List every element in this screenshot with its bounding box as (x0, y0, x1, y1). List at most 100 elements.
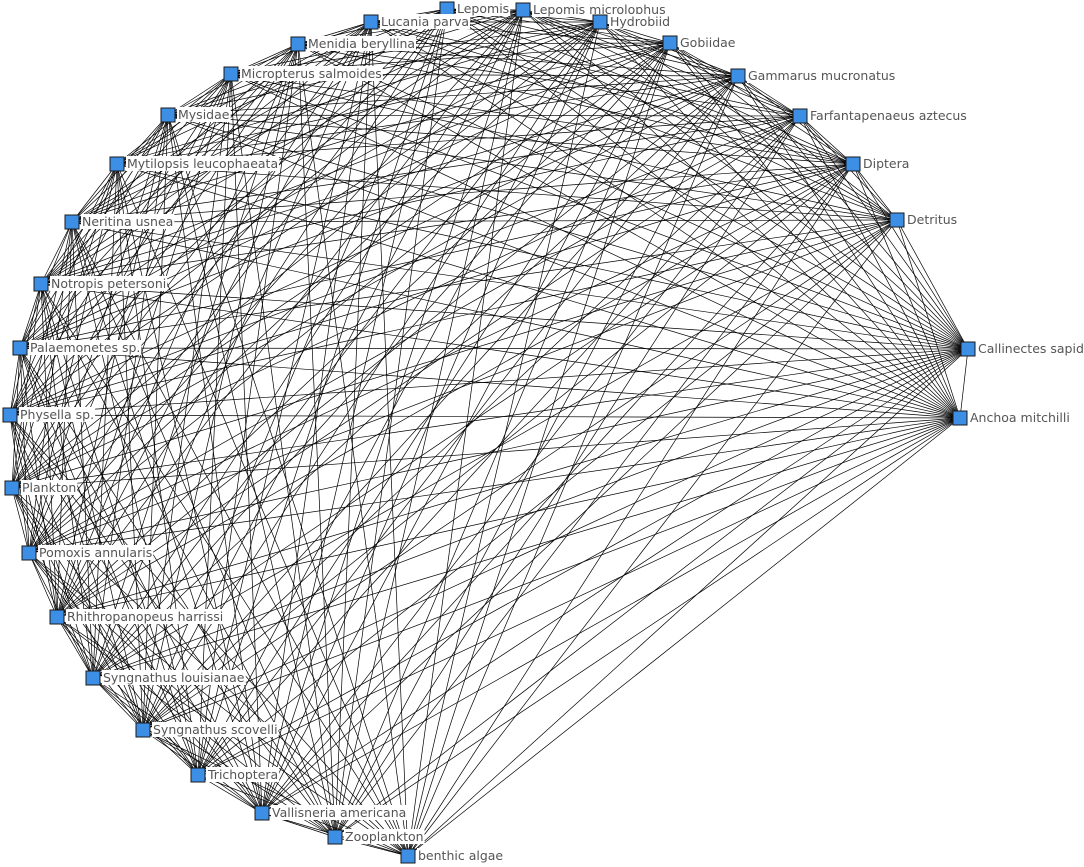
node-marker[interactable] (960, 341, 976, 357)
node-lepomis-microlophus[interactable]: Lepomis microlophus (515, 2, 667, 18)
node-marker[interactable] (109, 156, 125, 172)
node-label-background (102, 670, 246, 685)
node-gobiidae[interactable]: Gobiidae (662, 35, 737, 51)
edge-gobiidae-neritina-usnea (71, 42, 671, 223)
node-benthic-algae[interactable]: benthic algae (400, 848, 505, 864)
edge-gammarus-mucronatus-palaemonetes-sp (19, 75, 739, 349)
edge-detritus-palaemonetes-sp (19, 219, 898, 349)
edge-farfantapenaeus-aztecus-trichoptera (197, 115, 801, 776)
edge-diptera-benthic-algae (407, 163, 854, 857)
edge-hydrobiid-benthic-algae (407, 21, 601, 857)
edge-callinectes-sapidus-diptera (852, 163, 969, 350)
node-label: Pomoxis annularis (39, 545, 152, 560)
node-physella-sp[interactable]: Physella sp. (2, 407, 96, 423)
node-label-background (240, 66, 383, 81)
node-marker[interactable] (135, 722, 151, 738)
node-diptera[interactable]: Diptera (845, 156, 911, 172)
edge-hydrobiid-farfantapenaeus-aztecus (599, 21, 801, 117)
node-marker[interactable] (363, 14, 379, 30)
edge-diptera-pomoxis-annularis (28, 163, 854, 554)
node-marker[interactable] (730, 68, 746, 84)
node-detritus[interactable]: Detritus (889, 212, 959, 228)
edge-anchoa-mitchilli-neritina-usnea (71, 221, 961, 419)
node-marker[interactable] (254, 805, 270, 821)
edge-rhithropanopeus-harrissi-menidia-beryllina (56, 43, 299, 618)
node-marker[interactable] (515, 2, 531, 18)
edge-anchoa-mitchilli-palaemonetes-sp (19, 347, 961, 419)
node-marker[interactable] (49, 609, 65, 625)
node-marker[interactable] (845, 156, 861, 172)
node-mytilopsis-leucophaeata[interactable]: Mytilopsis leucophaeata (109, 156, 280, 172)
node-callinectes-sapidus[interactable]: Callinectes sapidus (960, 341, 1084, 357)
edge-hydrobiid-trichoptera (197, 21, 601, 776)
node-label: Lepomis (457, 1, 509, 16)
edge-diptera-vallisneria-americana (261, 163, 854, 814)
node-plankton[interactable]: Plankton (4, 480, 78, 496)
node-label: Detritus (907, 212, 957, 227)
edge-gammarus-mucronatus-mytilopsis-leucophaeata (116, 75, 739, 165)
node-marker[interactable] (290, 36, 306, 52)
node-label: Micropterus salmoides (241, 66, 382, 81)
node-trichoptera[interactable]: Trichoptera (190, 767, 280, 783)
node-neritina-usnea[interactable]: Neritina usnea (64, 214, 175, 230)
edge-vallisneria-americana-lucania-parva (261, 21, 372, 814)
node-marker[interactable] (12, 340, 28, 356)
node-marker[interactable] (592, 14, 608, 30)
edge-detritus-syngnathus-scovelli (142, 219, 898, 731)
node-marker[interactable] (792, 108, 808, 124)
node-marker[interactable] (400, 848, 416, 864)
node-syngnathus-scovelli[interactable]: Syngnathus scovelli (135, 722, 279, 738)
node-marker[interactable] (4, 480, 20, 496)
edge-vallisneria-americana-syngnathus-louisianae (92, 677, 263, 814)
edge-hydrobiid-callinectes-sapidus (599, 21, 969, 350)
node-label-background (307, 36, 417, 51)
node-menidia-beryllina[interactable]: Menidia beryllina (290, 36, 417, 52)
node-farfantapenaeus-aztecus[interactable]: Farfantapenaeus aztecus (792, 108, 968, 124)
edge-farfantapenaeus-aztecus-syngnathus-scovelli (142, 115, 801, 731)
node-zooplankton[interactable]: Zooplankton (327, 829, 425, 845)
node-hydrobiid[interactable]: Hydrobiid (592, 14, 672, 30)
node-label: Gammarus mucronatus (748, 68, 895, 83)
node-notropis-petersoni[interactable]: Notropis petersoni (33, 276, 168, 292)
node-rhithropanopeus-harrissi[interactable]: Rhithropanopeus harrissi (49, 609, 225, 625)
edge-gobiidae-palaemonetes-sp (19, 42, 671, 349)
edge-detritus-trichoptera (197, 219, 898, 776)
node-syngnathus-louisianae[interactable]: Syngnathus louisianae (85, 670, 246, 686)
edge-mytilopsis-leucophaeata-menidia-beryllina (116, 43, 299, 165)
node-palaemonetes-sp[interactable]: Palaemonetes sp. (12, 340, 142, 356)
node-marker[interactable] (2, 407, 18, 423)
node-pomoxis-annularis[interactable]: Pomoxis annularis (21, 545, 154, 561)
node-marker[interactable] (64, 214, 80, 230)
node-marker[interactable] (662, 35, 678, 51)
node-marker[interactable] (160, 107, 176, 123)
edge-gammarus-mucronatus-syngnathus-louisianae (92, 75, 739, 679)
node-marker[interactable] (21, 545, 37, 561)
node-marker[interactable] (190, 767, 206, 783)
node-marker[interactable] (85, 670, 101, 686)
edge-neritina-usnea-micropterus-salmoides (71, 73, 232, 223)
node-marker[interactable] (327, 829, 343, 845)
node-marker[interactable] (33, 276, 49, 292)
node-marker[interactable] (889, 212, 905, 228)
node-label: Callinectes sapidus (978, 341, 1084, 356)
node-gammarus-mucronatus[interactable]: Gammarus mucronatus (730, 68, 897, 84)
edge-palaemonetes-sp-notropis-petersoni (19, 283, 42, 349)
node-mysidae[interactable]: Mysidae (160, 107, 231, 123)
node-micropterus-salmoides[interactable]: Micropterus salmoides (223, 66, 383, 82)
edge-anchoa-mitchilli-pomoxis-annularis (28, 417, 961, 554)
edge-zooplankton-micropterus-salmoides (230, 73, 336, 838)
edge-anchoa-mitchilli-zooplankton (334, 417, 961, 838)
edge-detritus-benthic-algae (407, 219, 898, 857)
node-lucania-parva[interactable]: Lucania parva (363, 14, 471, 30)
node-marker[interactable] (952, 410, 968, 426)
edge-anchoa-mitchilli-benthic-algae (407, 417, 961, 857)
node-vallisneria-americana[interactable]: Vallisneria americana (254, 805, 408, 821)
node-marker[interactable] (223, 66, 239, 82)
node-anchoa-mitchilli[interactable]: Anchoa mitchilli (952, 410, 1071, 426)
edge-gobiidae-mytilopsis-leucophaeata (116, 42, 671, 165)
edge-notropis-petersoni-neritina-usnea (40, 221, 73, 285)
node-lepomis[interactable]: Lepomis (439, 1, 511, 17)
edge-farfantapenaeus-aztecus-lucania-parva (370, 21, 801, 117)
edge-hydrobiid-detritus (599, 21, 898, 221)
node-label: Palaemonetes sp. (30, 340, 140, 355)
